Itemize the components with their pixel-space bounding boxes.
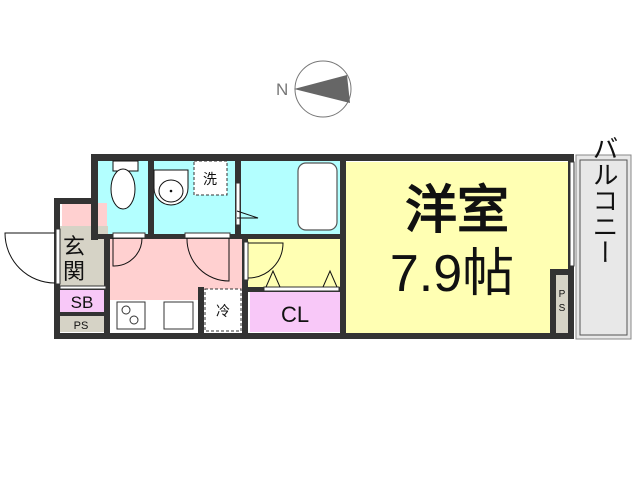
door-swings [4,210,338,288]
wall-fridge-left [198,287,204,339]
western-room-name: 洋室 [405,181,509,241]
compass-needle-icon [294,75,350,103]
shoe-box-label: SB [71,293,94,312]
pipe-space-room-fill [556,275,568,333]
burner-icon-1 [121,305,131,315]
closet-door-mark-1 [265,269,281,288]
washer-space: 洗 [193,160,228,196]
balcony-inner-line [579,159,628,336]
wall-bath-room [340,154,346,339]
washroom-door-sill [184,232,231,239]
room-door-sill [243,241,249,281]
balcony-fill [575,154,632,340]
stove-box [116,301,146,330]
entrance-label-2: 関 [63,260,85,285]
sb-door-sill [59,285,107,290]
sink-fixture [153,169,189,206]
room-door-swing [247,242,284,279]
pipe-space-entrance-label: PS [74,320,89,332]
bath-door-sill [235,182,241,226]
compass: N [276,60,352,118]
wall-ps-left [550,269,556,339]
toilet-bowl-icon [110,168,136,210]
wall-kitchen-right [242,239,248,339]
pipe-space-entrance-fill [60,316,104,332]
toilet-fixture [110,160,139,210]
wall-entrance-right [104,234,110,339]
fridge-label: 冷 [216,304,230,320]
western-room-fill [346,162,568,334]
closet-label: CL [281,302,309,327]
pipe-space-room-label-s: S [559,303,566,314]
wall-bottom [54,333,574,339]
sink-drain-icon [169,189,173,193]
wall-toilet-left [91,154,98,240]
closet-door-mark-2 [322,269,338,288]
wall-fill [98,334,104,339]
wall-ps-top [550,269,570,275]
balcony-window [569,161,575,267]
burner-icon-2 [129,315,139,325]
wall-toilet-wash [148,154,154,238]
compass-north-label: N [276,80,288,99]
kitchen-sink-icon [163,301,194,330]
wall-top [91,154,574,161]
washroom-door-swing [186,237,230,282]
toilet-door-swing [112,237,143,267]
pipe-space-room-label-p: P [559,289,566,300]
stove-fixture [116,301,146,330]
entrance-door-sill [55,228,61,285]
fridge-space: 冷 [204,288,242,332]
washer-box [193,160,228,196]
bathtub-icon [297,162,338,231]
balcony-label: バルコニー [588,135,618,265]
shoe-box-fill [60,290,104,312]
washer-label: 洗 [203,172,217,188]
closet-door-sill [263,286,340,292]
door-sills [55,161,575,292]
wall-entrance-top [54,198,98,204]
wall-ps-entrance-top [54,312,106,316]
western-room-hall-fill [248,239,348,289]
bath-door-mark [236,210,259,219]
western-room-size: 7.9帖 [390,245,514,303]
closet-fill [250,292,340,332]
fridge-box [204,288,242,332]
entrance-door-swing [4,232,56,284]
entrance-upper-fill [62,203,107,227]
toilet-door-sill [112,232,146,239]
entrance-label-1: 玄 [63,235,85,260]
